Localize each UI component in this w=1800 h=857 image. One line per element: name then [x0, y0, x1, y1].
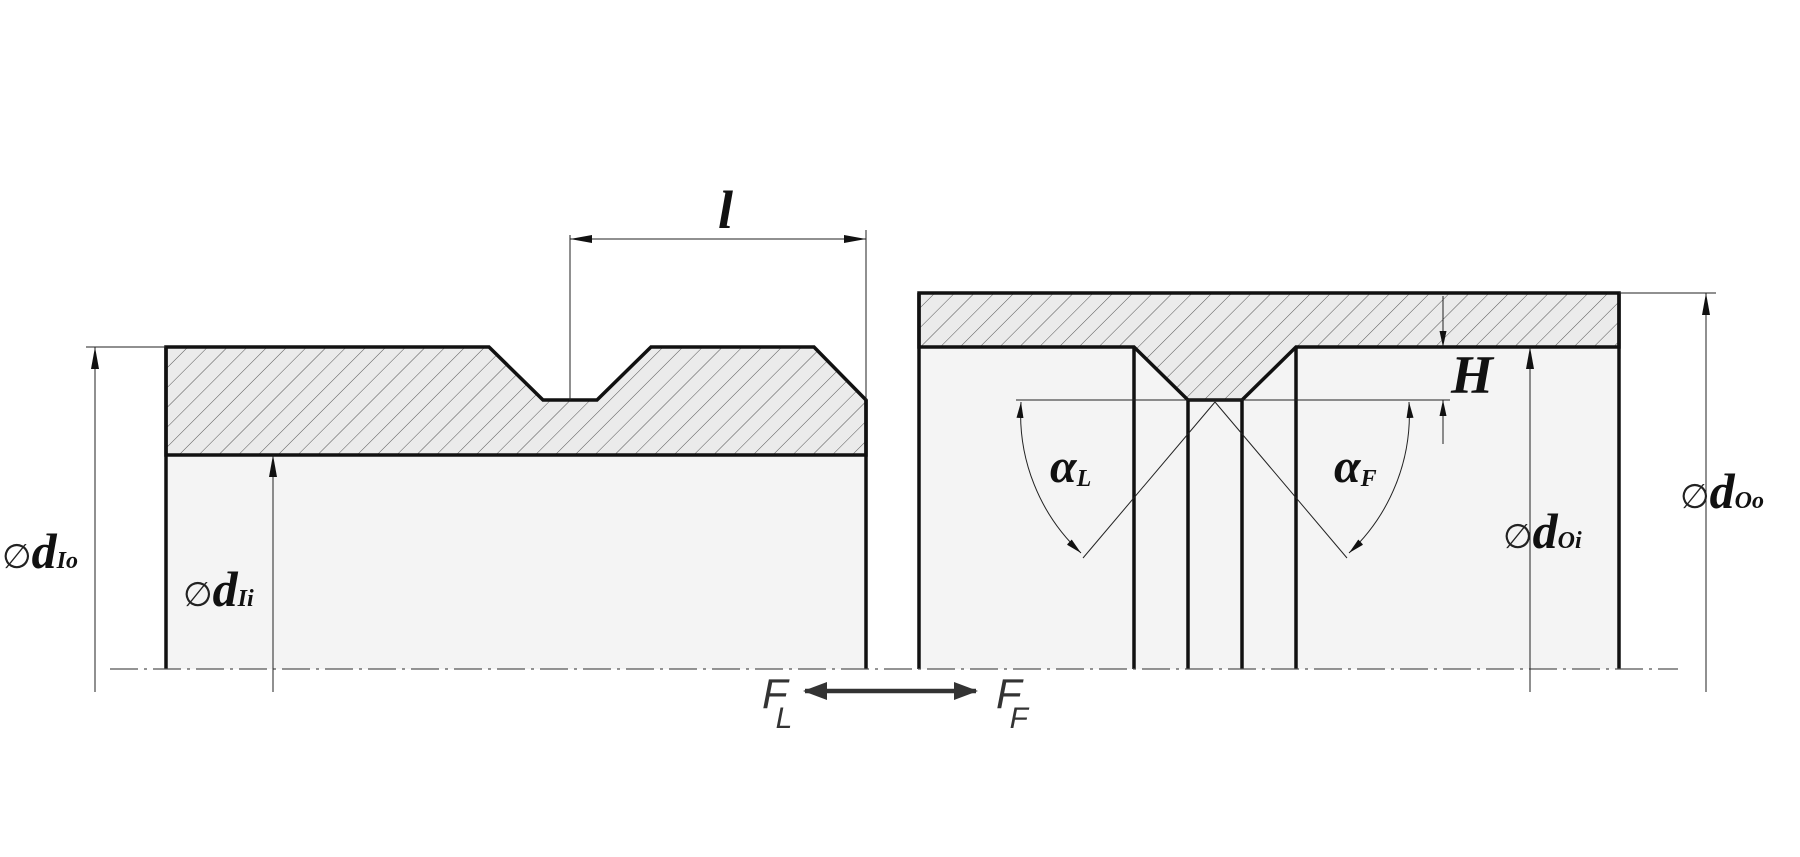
d-oo-label: ∅dOo — [1680, 463, 1764, 519]
d-io-label: ∅dIo — [2, 523, 78, 579]
height-label: H — [1450, 345, 1495, 405]
outer-sleeve-body — [919, 347, 1619, 669]
inner-tube-wall — [164, 345, 868, 457]
length-dimension — [569, 230, 867, 400]
d-ii-label: ∅dIi — [183, 561, 254, 617]
d-io-dimension — [86, 346, 166, 692]
d-oi-label: ∅dOi — [1503, 503, 1582, 559]
h-dimension — [1016, 296, 1450, 444]
alpha-left-label: αL — [1050, 440, 1091, 493]
length-label: l — [718, 180, 733, 240]
angle-construction — [1016, 401, 1414, 559]
outer-sleeve — [917, 291, 1621, 669]
inner-tube — [164, 345, 868, 669]
inner-tube-body — [166, 455, 866, 669]
d-oo-dimension — [1619, 292, 1716, 692]
alpha-right-label: αF — [1334, 440, 1377, 493]
